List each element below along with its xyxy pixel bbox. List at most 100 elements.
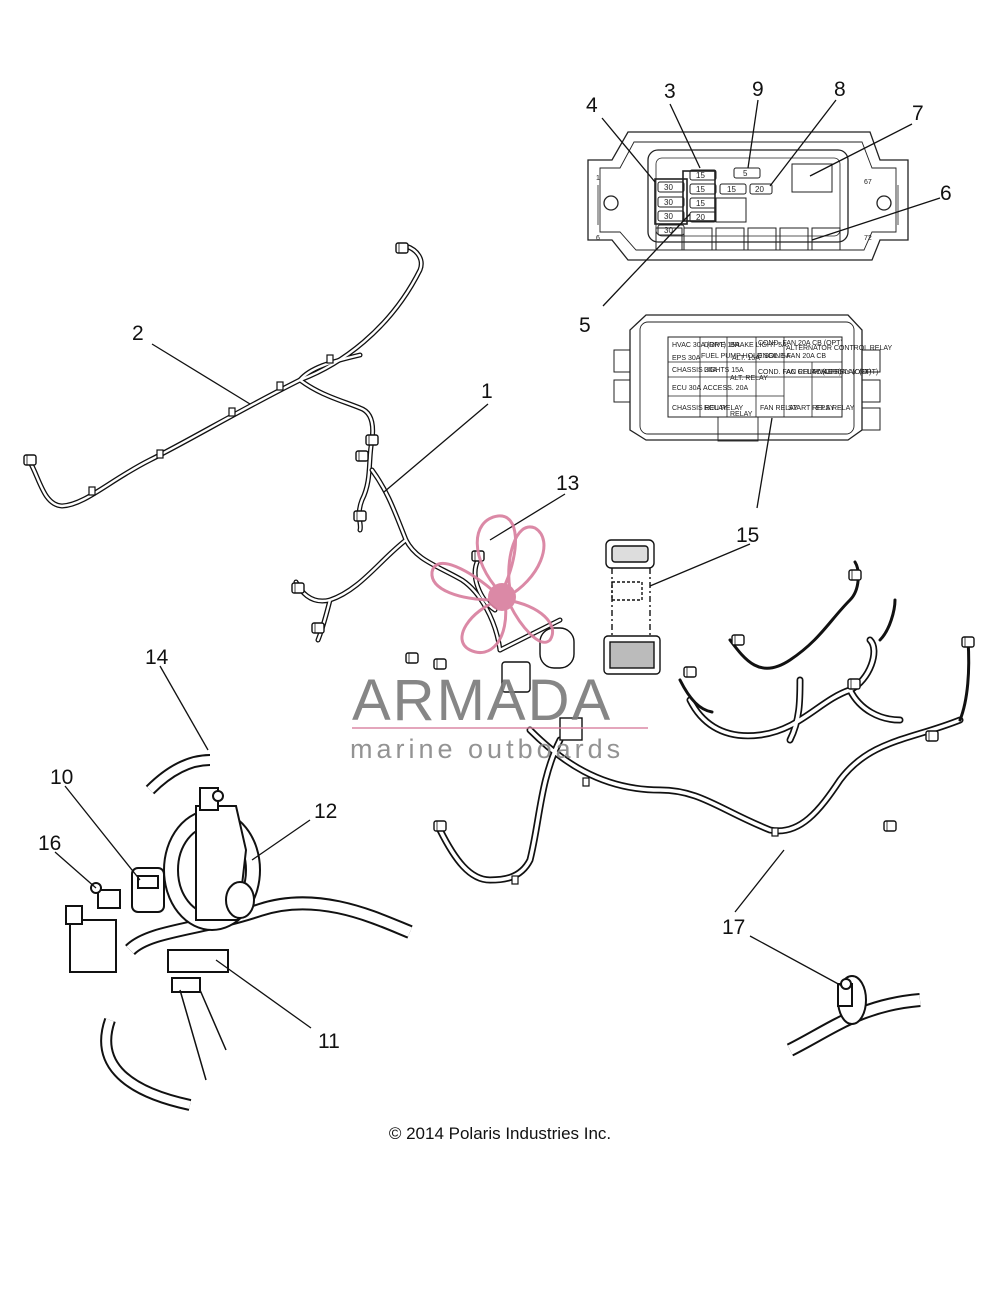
harness-2-connectors (23, 242, 409, 522)
panel-cell: COND. FAN RELAY (OPT) (758, 369, 841, 376)
relay-10 (131, 867, 165, 913)
panel-cell: ACCESS. 20A (703, 385, 748, 392)
connector (405, 652, 419, 664)
copyright-notice: © 2014 Polaris Industries Inc. (388, 1124, 612, 1143)
clip (156, 449, 164, 459)
callout-16: 16 (38, 832, 61, 855)
connector (433, 820, 447, 832)
callout-2: 2 (132, 322, 144, 345)
panel-cell: START RELAY (788, 405, 835, 412)
connector (683, 666, 697, 678)
harness-1-inner (294, 468, 562, 652)
panel-cell: CHASSIS 30A (672, 367, 717, 374)
watermark-title: ARMADA (352, 668, 612, 733)
panel-cell: COND. FAN 20A CB (OPT) (758, 340, 843, 347)
callout-7: 7 (912, 102, 924, 125)
fuse-value: 30 (664, 212, 673, 221)
armada-watermark: ARMADA marine outboards (350, 514, 648, 764)
clip (771, 827, 779, 837)
panel-cell: HVAC 30A (OPT) (672, 342, 726, 349)
panel-cell: ALTERNATOR CONTROL RELAY (786, 345, 893, 352)
connector (731, 634, 745, 646)
panel-cell: ECU 30A (672, 385, 702, 392)
connector (848, 569, 862, 581)
fuse-value: 5 (743, 169, 748, 178)
fuse-box-assembly (603, 539, 661, 675)
connector (353, 510, 367, 522)
panel-cell: FUEL PUMP HOLD SOL. 5A (701, 353, 791, 360)
panel-cell: LIGHTS 15A (704, 367, 744, 374)
callout-15: 15 (736, 524, 759, 547)
leader-lines (54, 99, 941, 1029)
panel-cell: RELAY (730, 411, 753, 418)
connector (355, 450, 369, 462)
panel-cell: ECU RELAY (704, 405, 743, 412)
pump-assembly (100, 754, 413, 1111)
panel-cell: ALT. RELAY (730, 375, 768, 382)
side-mark: 1 (596, 175, 600, 182)
clip (511, 875, 519, 885)
propeller-logo-icon (430, 514, 554, 654)
callout-3: 3 (664, 80, 676, 103)
callout-9: 9 (752, 78, 764, 101)
callout-8: 8 (834, 78, 846, 101)
panel-cell: CHASSIS RELAY (672, 405, 727, 412)
callout-14: 14 (145, 646, 169, 669)
side-mark: 72 (864, 235, 872, 242)
callout-13: 13 (556, 472, 579, 495)
fuse-value: 30 (664, 183, 673, 192)
callout-6: 6 (940, 182, 952, 205)
connector (883, 820, 897, 832)
callout-1: 1 (481, 380, 493, 403)
panel-cell: AC CLUTCH RELAY (OPT) (786, 369, 871, 376)
fuse-value: 15 (696, 185, 705, 194)
propeller-hub-icon (488, 583, 516, 611)
panel-cell: FAN RELAY (760, 405, 798, 412)
clip (276, 381, 284, 391)
label-panel-text: HVAC 30A (OPT) DRIVE 15A BRAKE LIGHT 5A … (672, 340, 893, 418)
harness-17-inner (438, 638, 962, 882)
relay-cluster (501, 627, 583, 741)
connector (291, 582, 305, 594)
fuse-values: 30 30 30 30 15 15 15 20 5 15 20 (664, 169, 764, 235)
fuse-box-side-marks: 1 67 72 6 (596, 175, 872, 242)
harness-1-connectors (291, 550, 485, 670)
callout-4: 4 (586, 94, 598, 117)
harness-17-branches (678, 560, 971, 722)
connector (311, 622, 325, 634)
panel-cell: ENGINE FAN 20A CB (758, 353, 826, 360)
relay-row (655, 227, 841, 251)
clip (88, 486, 96, 496)
watermark-subtitle: marine outboards (350, 734, 624, 764)
connector (847, 678, 861, 690)
connector (395, 242, 409, 254)
callout-labels: 1 2 3 4 5 6 7 8 9 10 11 12 13 14 15 16 1… (38, 78, 952, 1053)
panel-cell: BRAKE LIGHT 5A (730, 342, 787, 349)
callout-11: 11 (318, 1030, 340, 1053)
callout-5: 5 (579, 314, 591, 337)
fuse-value: 30 (664, 198, 673, 207)
fuse-box (587, 131, 909, 261)
fuse-value: 30 (664, 226, 673, 235)
relay-16 (65, 882, 121, 973)
side-mark: 6 (596, 235, 600, 242)
fuse-value: 15 (727, 185, 736, 194)
panel-cell: HVAC RELAY (OPT) (814, 369, 878, 376)
fuse-value: 20 (755, 185, 764, 194)
panel-cell: EPS 30A (672, 355, 701, 362)
fuse-value: 20 (696, 213, 705, 222)
clip (228, 407, 236, 417)
fuse-value: 15 (696, 171, 705, 180)
panel-cell: ALT. 15A (732, 355, 760, 362)
callout-12: 12 (314, 800, 337, 823)
hose-14-end (199, 787, 224, 811)
clip (326, 354, 334, 364)
hose-detail (786, 975, 921, 1057)
side-mark: 67 (864, 179, 872, 186)
connector (961, 636, 975, 648)
connector (365, 434, 379, 446)
panel-cell: DRIVE 15A (704, 342, 740, 349)
callout-17: 17 (722, 916, 745, 939)
clip (582, 777, 590, 787)
